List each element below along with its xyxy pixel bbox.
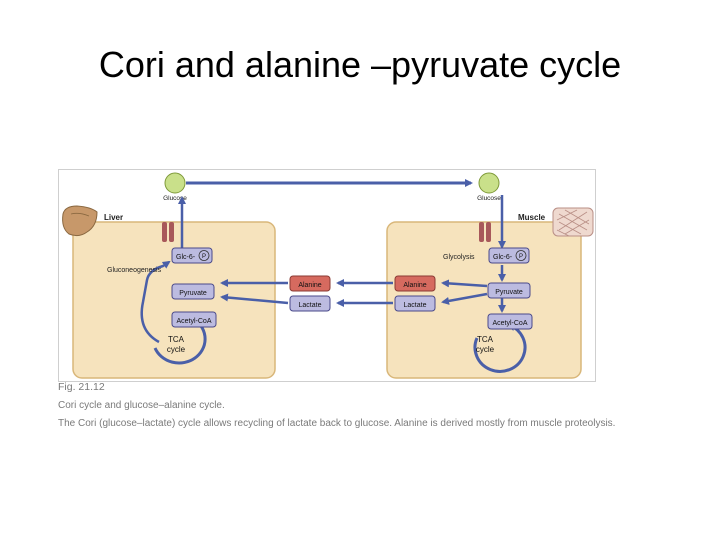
glucose-label-muscle: Glucose [477,195,501,202]
muscle-acetyl-coa-label: Acetyl-CoA [492,320,527,327]
muscle-transporter [479,222,491,242]
blood-lactate-label: Lactate [299,302,322,309]
blood-lactate-box [289,295,331,312]
blood-lactate-to-liver-arrow [220,293,289,305]
slide-title: Cori and alanine –pyruvate cycle [98,44,622,85]
cori-cycle-diagram: Liver Muscle Glucose Glucose Glc-6 [62,172,594,379]
blood-alanine-label: Alanine [298,282,321,289]
liver-tca-label-line2: cycle [167,345,186,354]
liver-acetyl-coa-label: Acetyl-CoA [176,318,211,325]
pyruvate-to-muscle-alanine-arrow [441,279,488,288]
liver-compartment [72,221,276,379]
cori-cycle-figure: Liver Muscle Glucose Glucose Glc-6 [58,169,596,382]
pyruvate-to-muscle-lactate-arrow [441,292,488,305]
liver-tca-cycle-loop [153,318,207,365]
gluconeogenesis-label: Gluconeogenesis [107,267,162,274]
blood-alanine-box [289,275,331,292]
figure-caption-title: Cori cycle and glucose–alanine cycle. [58,400,225,411]
liver-phosphate-icon [198,250,210,261]
liver-tca-label-line1: TCA [168,335,185,344]
muscle-label: Muscle [518,213,546,222]
glucose-label-liver: Glucose [163,195,187,202]
glucose-circle-liver [164,172,186,194]
muscle-glc6p-label: Glc-6- [493,254,513,261]
muscle-glc6p-box [488,247,530,264]
liver-organ-icon [62,205,98,237]
muscle-alanine-box [394,275,436,292]
muscle-tca-label-line2: cycle [476,345,495,354]
muscle-alanine-label: Alanine [403,282,426,289]
glucose-circle-muscle [478,172,500,194]
muscle-lactate-box [394,295,436,312]
muscle-pyruvate-label: Pyruvate [495,289,523,296]
liver-pyruvate-label: Pyruvate [179,290,207,297]
glycolysis-label: Glycolysis [443,254,475,261]
liver-glc6p-label: Glc-6- [176,254,196,261]
muscle-phosphate-symbol: P [519,254,523,260]
figure-number: Fig. 21.12 [58,381,105,393]
muscle-phosphate-icon [515,250,527,261]
muscle-tca-cycle-loop [473,323,527,373]
liver-transporter [162,222,174,242]
liver-acetyl-coa-box [171,311,217,328]
liver-glc6p-box [171,247,213,264]
muscle-compartment [386,221,582,379]
liver-label: Liver [104,213,123,222]
liver-phosphate-symbol: P [202,254,206,260]
muscle-tissue-icon [552,207,594,237]
liver-pathway-curve [140,260,171,344]
muscle-acetyl-coa-box [487,313,533,330]
muscle-pyruvate-box [487,282,531,299]
muscle-tca-label-line1: TCA [477,335,494,344]
muscle-lactate-label: Lactate [404,302,427,309]
liver-pyruvate-box [171,283,215,300]
figure-caption-description: The Cori (glucose–lactate) cycle allows … [58,418,616,429]
